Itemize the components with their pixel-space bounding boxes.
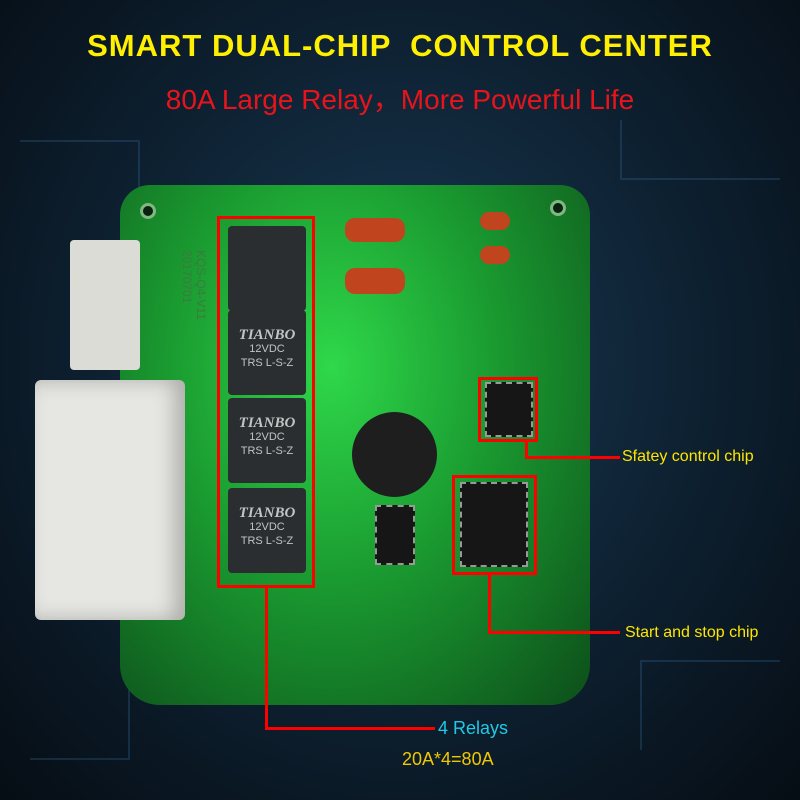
callout-line: [525, 456, 620, 459]
connector-small: [70, 240, 140, 370]
relays-label: 4 Relays: [438, 718, 509, 738]
callout-line: [488, 631, 620, 634]
subheadline: 80A Large Relay，More Powerful Life: [165, 84, 635, 115]
relay: [228, 226, 306, 311]
mount-hole: [140, 203, 156, 219]
relays-calculation: 20A*4=80A: [402, 749, 494, 769]
start-stop-chip-highlight: [452, 475, 537, 575]
headline: SMART DUAL-CHIP CONTROL CENTER: [87, 28, 713, 63]
callout-line: [265, 727, 435, 730]
start-stop-chip-label: Start and stop chip: [625, 624, 759, 641]
connector-large: [35, 380, 185, 620]
capacitor: [345, 268, 405, 294]
callout-line: [488, 575, 491, 633]
buzzer: [352, 412, 437, 497]
safety-control-chip: [485, 382, 533, 437]
safety-chip-label: Sfatey control chip: [622, 448, 754, 465]
capacitor: [480, 212, 510, 230]
ic-chip: [375, 505, 415, 565]
capacitor: [345, 218, 405, 242]
safety-chip-highlight: [478, 377, 538, 442]
capacitor: [480, 246, 510, 264]
mount-hole: [550, 200, 566, 216]
relays-highlight: [217, 216, 315, 588]
start-stop-chip: [460, 482, 528, 567]
callout-line: [525, 442, 528, 458]
callout-line: [265, 588, 268, 730]
